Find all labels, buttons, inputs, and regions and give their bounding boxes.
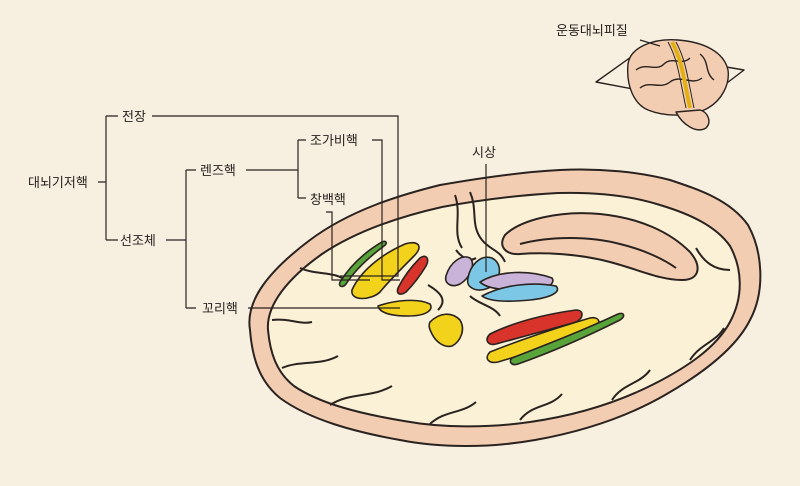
claustrum-right-green xyxy=(509,312,625,366)
label-thalamus: 시상 xyxy=(472,146,496,161)
leader-lines xyxy=(98,115,487,309)
inset-cerebellum xyxy=(675,109,710,131)
midline-fissure xyxy=(454,194,463,249)
label-caudate-nucleus: 꼬리핵 xyxy=(202,302,238,317)
sulcus-4 xyxy=(429,401,477,425)
inset-gyrus-2 xyxy=(639,77,703,89)
line-globus-pallidus xyxy=(372,139,400,281)
label-globus-pallidus: 조가비핵 xyxy=(310,134,358,149)
inset-gyrus-3 xyxy=(699,53,715,81)
label-claustrum: 전장 xyxy=(122,110,146,125)
labels: 대뇌기저핵 전장 선조체 렌즈핵 조가비핵 창백핵 꼬리핵 시상 운동대뇌피질 xyxy=(28,24,628,317)
bracket-basal-ganglia xyxy=(98,115,118,241)
label-motor-cortex: 운동대뇌피질 xyxy=(556,24,628,39)
sulcus-6 xyxy=(611,369,651,401)
brain-inset xyxy=(595,39,745,131)
temporal-fold-inner xyxy=(519,237,677,269)
sulcus-8 xyxy=(695,247,731,271)
putamen-left-yellow xyxy=(351,241,420,300)
inset-motor-cortex-outline xyxy=(667,41,695,109)
inset-gyrus-1 xyxy=(635,57,691,71)
ventricle-1 xyxy=(427,284,444,311)
bracket-striatum xyxy=(166,169,196,309)
label-lentiform-nucleus: 렌즈핵 xyxy=(200,164,236,179)
frontal-fold xyxy=(469,191,506,263)
caudate-center-yellow xyxy=(428,313,464,348)
caudate-left-yellow xyxy=(377,299,432,317)
sulcus-7 xyxy=(689,327,725,361)
line-putamen xyxy=(326,211,370,281)
sulcus-5 xyxy=(519,393,563,421)
label-striatum: 선조체 xyxy=(120,234,156,249)
claustrum-left-green xyxy=(338,240,387,288)
inset-motor-cortex-band xyxy=(670,41,692,109)
sulcus-1 xyxy=(271,318,313,324)
temporal-fold xyxy=(501,212,699,281)
sulcus-2 xyxy=(281,355,339,369)
thalamus-blue-2 xyxy=(481,283,559,302)
brain-section xyxy=(248,168,762,447)
label-basal-ganglia: 대뇌기저핵 xyxy=(28,176,88,191)
nuclei xyxy=(338,240,625,366)
ventricle-2 xyxy=(469,295,501,317)
line-claustrum xyxy=(152,115,399,277)
label-putamen: 창백핵 xyxy=(310,193,346,208)
sulcus-3 xyxy=(329,385,393,406)
line-motor-cortex xyxy=(639,39,661,47)
bracket-lentiform xyxy=(246,139,306,199)
globus-pallidus-left-red xyxy=(396,255,429,295)
